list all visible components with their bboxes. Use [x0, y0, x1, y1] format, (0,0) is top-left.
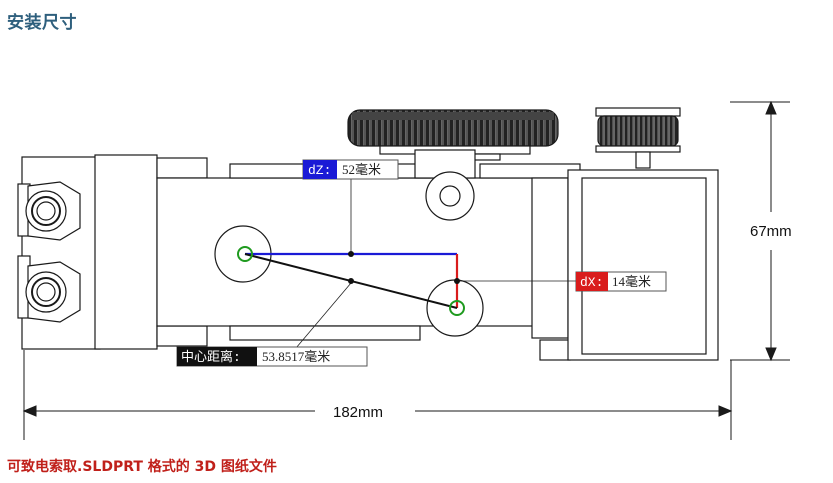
dx-key: dX:: [580, 275, 603, 290]
left-housing: [17, 154, 158, 350]
page-title: 安装尺寸: [7, 13, 77, 33]
dz-value: 52毫米: [342, 162, 381, 177]
hole-center-b: [449, 300, 465, 316]
distance-value: 53.8517毫米: [262, 349, 330, 364]
dx-tag: dX: 14毫米: [575, 271, 667, 292]
width-dimension-label: 182mm: [333, 404, 383, 421]
dz-key: dZ:: [308, 163, 331, 178]
footer-note: 可致电索取.SLDPRT 格式的 3D 图纸文件: [7, 459, 277, 475]
height-dimension-label: 67mm: [750, 223, 792, 240]
motor-block: [567, 169, 719, 361]
distance-key: 中心距离:: [181, 349, 241, 365]
dz-tag: dZ: 52毫米: [302, 159, 399, 180]
timing-pulley: [595, 107, 681, 169]
measurement-overlay: [237, 176, 576, 349]
hole-center-a: [237, 246, 253, 262]
dx-value: 14毫米: [612, 274, 651, 289]
center-distance-tag: 中心距离: 53.8517毫米: [176, 346, 368, 367]
